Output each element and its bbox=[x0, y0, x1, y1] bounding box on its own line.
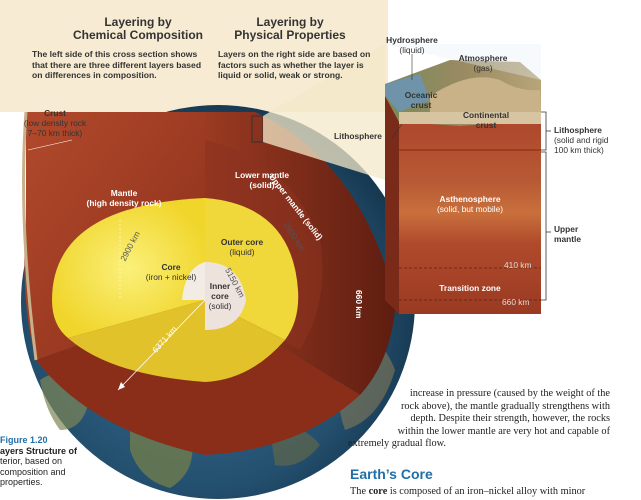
outer-core-label: Outer core (liquid) bbox=[212, 237, 272, 257]
body-line4: within the lower mantle are very hot and… bbox=[397, 425, 610, 437]
inner-core-desc: (solid) bbox=[208, 301, 232, 311]
right-desc-line3: liquid or solid, weak or strong. bbox=[218, 70, 343, 80]
asthenosphere-desc: (solid, but mobile) bbox=[436, 204, 504, 214]
core-label: Core (iron + nickel) bbox=[136, 262, 206, 282]
lithosphere-left-name: Lithosphere bbox=[334, 131, 382, 141]
lithosphere-right-label: Lithosphere (solid and rigid 100 km thic… bbox=[554, 125, 638, 155]
atmosphere-desc: (gas) bbox=[473, 63, 493, 73]
zoom-projection bbox=[263, 44, 385, 180]
distance-660-vertical: 660 km bbox=[354, 290, 364, 319]
outer-core-left bbox=[52, 198, 205, 338]
section-text: The core is composed of an iron–nickel a… bbox=[350, 486, 585, 499]
crust-desc-line1: (low density rock bbox=[23, 118, 87, 128]
hydrosphere-label: Hydrosphere (liquid) bbox=[380, 35, 444, 55]
section-text-bold: core bbox=[368, 486, 388, 497]
cross-section-panel bbox=[399, 112, 541, 314]
atmosphere-name: Atmosphere bbox=[458, 53, 508, 63]
upper-mantle-label: Upper mantle bbox=[554, 224, 594, 244]
lower-mantle-label: Lower mantle (solid) bbox=[222, 170, 302, 190]
right-panel-title: Layering by Physical Properties bbox=[220, 16, 360, 42]
section-heading: Earth’s Core bbox=[350, 466, 433, 482]
right-title-line2: Physical Properties bbox=[234, 28, 346, 42]
figure-number: Figure 1.20 bbox=[0, 435, 48, 445]
inner-core-label: Inner core (solid) bbox=[200, 281, 240, 311]
hydrosphere-desc: (liquid) bbox=[399, 45, 425, 55]
lower-mantle-name: Lower mantle bbox=[235, 170, 289, 180]
left-desc-line2: that there are three different layers ba… bbox=[32, 59, 202, 70]
mantle-desc: (high density rock) bbox=[86, 198, 162, 208]
left-desc-line3: on differences in composition. bbox=[32, 70, 157, 80]
hydrosphere-name: Hydrosphere bbox=[386, 35, 438, 45]
body-paragraph: increase in pressure (caused by the weig… bbox=[348, 388, 610, 451]
oceanic-crust-line1: Oceanic bbox=[404, 90, 438, 100]
distance-660: 660 km bbox=[502, 297, 530, 307]
right-desc-line1: Layers on the right side are based on bbox=[218, 49, 371, 59]
ocean-surface bbox=[385, 74, 430, 112]
right-panel-description: Layers on the right side are based on fa… bbox=[218, 49, 388, 81]
right-desc-line2: factors such as whether the layer is bbox=[218, 59, 364, 70]
caption-line3: composition and bbox=[0, 466, 66, 477]
continental-crust-line2: crust bbox=[475, 120, 497, 130]
crust-label: Crust (low density rock 7–70 km thick) bbox=[10, 108, 100, 138]
upper-mantle-line2: mantle bbox=[554, 234, 581, 244]
outer-core-name: Outer core bbox=[220, 237, 264, 247]
crust-desc-line2: 7–70 km thick) bbox=[27, 128, 83, 138]
left-title-line1: Layering by bbox=[104, 15, 172, 29]
upper-mantle-line1: Upper bbox=[554, 224, 579, 234]
oceanic-crust-label: Oceanic crust bbox=[398, 90, 444, 110]
inner-core bbox=[205, 262, 246, 330]
section-text-start: The bbox=[350, 486, 369, 497]
caption-line1: ayers Structure of bbox=[0, 445, 78, 456]
atmosphere-label: Atmosphere (gas) bbox=[452, 53, 514, 73]
inner-core-name-line2: core bbox=[211, 291, 229, 301]
body-line2: rock above), the mantle gradually streng… bbox=[400, 400, 610, 412]
outer-core-desc: (liquid) bbox=[229, 247, 255, 257]
lithosphere-right-desc2: 100 km thick) bbox=[554, 145, 604, 155]
transition-zone-label: Transition zone bbox=[439, 283, 501, 293]
section-text-end: is composed of an iron–nickel alloy with… bbox=[387, 486, 586, 497]
lithosphere-right-desc1: (solid and rigid bbox=[554, 135, 609, 145]
left-desc-line1: The left side of this cross section show… bbox=[32, 49, 198, 59]
mantle-name: Mantle bbox=[110, 188, 138, 198]
figure-caption: Figure 1.20 ayers Structure of terior, b… bbox=[0, 435, 80, 488]
continental-crust-label: Continental crust bbox=[457, 110, 515, 130]
oceanic-crust-line2: crust bbox=[410, 100, 432, 110]
mantle-label: Mantle (high density rock) bbox=[74, 188, 174, 208]
lithosphere-right-name: Lithosphere bbox=[554, 125, 602, 135]
body-line1: increase in pressure (caused by the weig… bbox=[409, 388, 610, 399]
asthenosphere-name: Asthenosphere bbox=[439, 194, 501, 204]
caption-line4: properties. bbox=[0, 477, 43, 487]
core-desc: (iron + nickel) bbox=[145, 272, 197, 282]
distance-410: 410 km bbox=[504, 260, 532, 270]
crust-name: Crust bbox=[44, 108, 66, 118]
left-panel-description: The left side of this cross section show… bbox=[32, 49, 212, 81]
right-title-line1: Layering by bbox=[256, 15, 324, 29]
core-name: Core bbox=[161, 262, 181, 272]
left-panel-title: Layering by Chemical Composition bbox=[68, 16, 208, 42]
caption-line2: terior, based on bbox=[0, 456, 63, 466]
crust-edge bbox=[22, 111, 38, 361]
lithosphere-left-label: Lithosphere bbox=[334, 131, 390, 141]
inner-core-name-line1: Inner bbox=[209, 281, 231, 291]
left-title-line2: Chemical Composition bbox=[72, 28, 203, 42]
body-line3: depth. Despite their strength, however, … bbox=[410, 413, 610, 425]
body-line5: extremely gradual flow. bbox=[348, 438, 446, 450]
asthenosphere-label: Asthenosphere (solid, but mobile) bbox=[420, 194, 520, 214]
continental-crust-line1: Continental bbox=[462, 110, 510, 120]
lower-mantle-desc: (solid) bbox=[249, 180, 275, 190]
